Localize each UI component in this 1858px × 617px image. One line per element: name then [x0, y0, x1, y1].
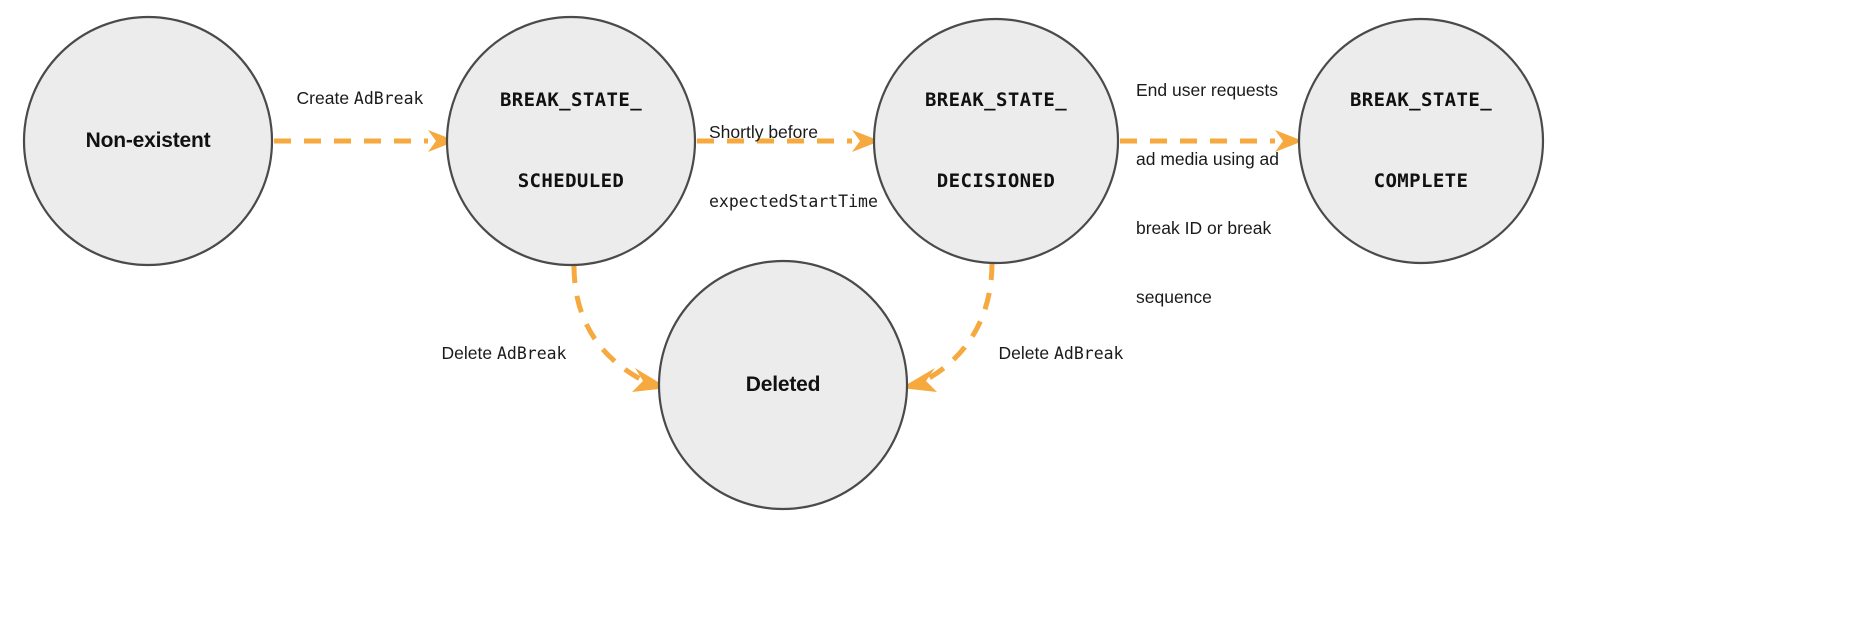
arrowhead-icon: [428, 130, 456, 152]
arrowhead-icon: [1275, 130, 1303, 152]
arrowhead-icon: [901, 368, 937, 392]
edge-delete-adbreak-from-scheduled: [571, 265, 668, 392]
edge-line: [571, 265, 648, 385]
node-break-state-scheduled[interactable]: [445, 15, 697, 267]
edge-create-adbreak: [274, 130, 456, 152]
edge-end-user-requests-ad-media: [1120, 130, 1303, 152]
edge-line: [922, 262, 995, 384]
edge-shortly-before-expected-start-time: [697, 130, 880, 152]
arrowhead-icon: [852, 130, 880, 152]
node-break-state-complete[interactable]: [1297, 17, 1545, 265]
node-deleted[interactable]: [657, 259, 909, 511]
edge-delete-adbreak-from-decisioned: [901, 262, 995, 392]
node-non-existent[interactable]: [22, 15, 274, 267]
node-break-state-decisioned[interactable]: [872, 17, 1120, 265]
